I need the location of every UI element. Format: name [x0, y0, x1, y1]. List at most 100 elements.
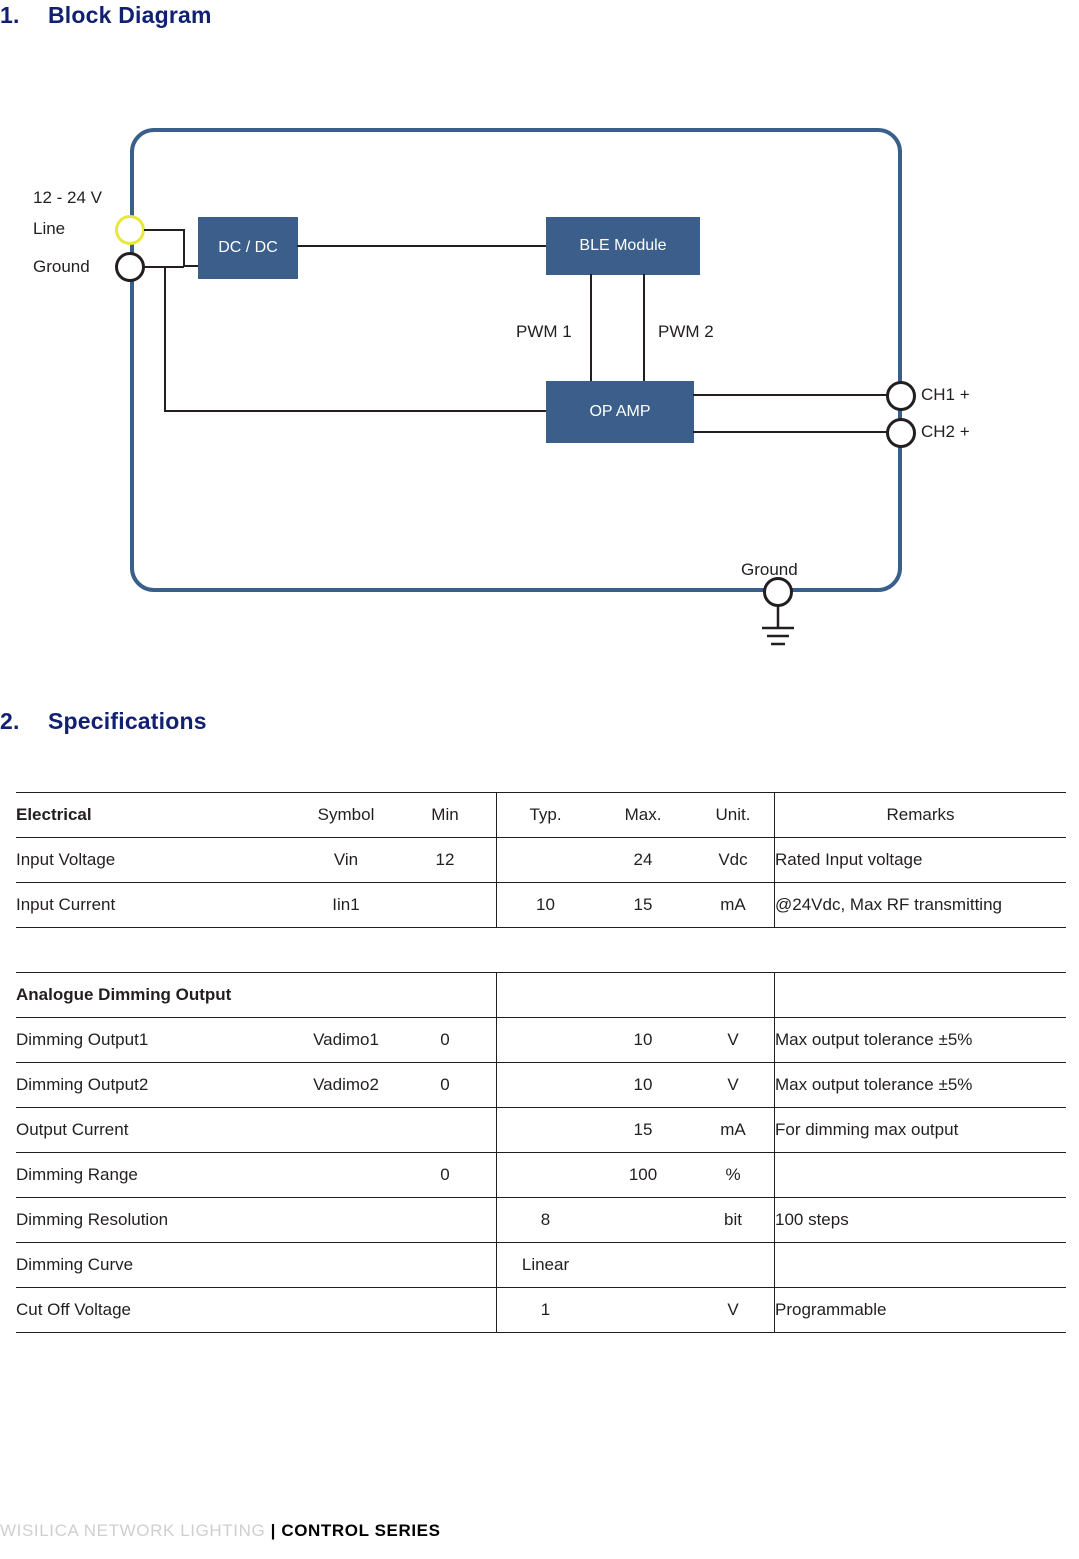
ch2-terminal-node	[886, 418, 916, 448]
table-subsection-header-row: Analogue Dimming Output	[16, 972, 1066, 1018]
cell-remarks: 100 steps	[774, 1197, 1066, 1243]
cell-min: 12	[394, 837, 497, 883]
table-row: Dimming Output2 Vadimo2 0 10 V Max outpu…	[16, 1062, 1066, 1108]
label-ch1: CH1 +	[921, 385, 970, 404]
cell-remarks: Max output tolerance ±5%	[774, 1062, 1066, 1108]
section-1-title: Block Diagram	[48, 2, 212, 28]
cell-unit	[692, 1242, 775, 1288]
table-row: Dimming Resolution 8 bit 100 steps	[16, 1197, 1066, 1243]
cell-remarks: Rated Input voltage	[774, 837, 1066, 883]
cell-name: Input Current	[16, 882, 298, 928]
wire-pwm1	[590, 274, 592, 382]
header-electrical: Electrical	[16, 792, 298, 838]
ground-terminal-node	[115, 252, 145, 282]
cell-typ	[496, 1107, 594, 1153]
specifications-table: Electrical Symbol Min Typ. Max. Unit. Re…	[16, 792, 1066, 1333]
subsection-blank-remarks	[774, 972, 1066, 1018]
cell-max: 100	[594, 1152, 692, 1198]
cell-max: 10	[594, 1017, 692, 1063]
cell-name: Cut Off Voltage	[16, 1287, 298, 1333]
cell-remarks	[774, 1152, 1066, 1198]
wire-pwm2	[643, 274, 645, 382]
header-remarks: Remarks	[774, 792, 1066, 838]
subsection-title: Analogue Dimming Output	[16, 972, 298, 1018]
wire-line-stub	[144, 229, 184, 231]
section-2-title: Specifications	[48, 708, 207, 734]
label-line: Line	[33, 219, 66, 238]
table-row: Input Voltage Vin 12 24 Vdc Rated Input …	[16, 837, 1066, 883]
line-terminal-node	[115, 215, 145, 245]
wire-ground-bus-vertical	[164, 266, 166, 412]
cell-unit: %	[692, 1152, 775, 1198]
cell-unit: Vdc	[692, 837, 775, 883]
header-typ: Typ.	[496, 792, 594, 838]
subsection-blank-unit	[692, 972, 775, 1018]
cell-min	[394, 1287, 497, 1333]
cell-symbol: Vadimo2	[298, 1062, 394, 1108]
label-ground-bottom: Ground	[741, 560, 798, 579]
page-footer: WISILICA NETWORK LIGHTING | CONTROL SERI…	[0, 1521, 441, 1541]
cell-min	[394, 882, 497, 928]
diagram-enclosure-border	[130, 128, 902, 592]
block-diagram: 12 - 24 V Line Ground DC / DC BLE Module…	[0, 100, 1079, 670]
cell-name: Dimming Curve	[16, 1242, 298, 1288]
block-op-amp-label: OP AMP	[589, 403, 651, 420]
block-ble-module: BLE Module	[546, 217, 700, 275]
cell-unit: bit	[692, 1197, 775, 1243]
specifications-table-container: Electrical Symbol Min Typ. Max. Unit. Re…	[16, 792, 1066, 1333]
block-ble-module-label: BLE Module	[579, 237, 667, 254]
spacer-cell	[16, 927, 1066, 973]
block-dc-dc-label: DC / DC	[218, 239, 278, 256]
wire-ground-bus-horizontal	[164, 410, 546, 412]
cell-name: Dimming Output2	[16, 1062, 298, 1108]
cell-name: Dimming Range	[16, 1152, 298, 1198]
cell-min	[394, 1242, 497, 1288]
cell-max: 15	[594, 1107, 692, 1153]
ch1-terminal-node	[886, 381, 916, 411]
cell-name: Input Voltage	[16, 837, 298, 883]
cell-max	[594, 1197, 692, 1243]
cell-remarks: Programmable	[774, 1287, 1066, 1333]
subsection-blank-max	[594, 972, 692, 1018]
cell-max: 24	[594, 837, 692, 883]
cell-unit: mA	[692, 882, 775, 928]
cell-remarks	[774, 1242, 1066, 1288]
cell-symbol: Vin	[298, 837, 394, 883]
table-row: Input Current Iin1 10 15 mA @24Vdc, Max …	[16, 882, 1066, 928]
cell-typ: 1	[496, 1287, 594, 1333]
chassis-ground-node	[763, 577, 793, 607]
table-row: Dimming Output1 Vadimo1 0 10 V Max outpu…	[16, 1017, 1066, 1063]
footer-series: | CONTROL SERIES	[270, 1521, 441, 1540]
label-input-voltage: 12 - 24 V	[33, 188, 102, 207]
cell-name: Dimming Output1	[16, 1017, 298, 1063]
cell-min: 0	[394, 1062, 497, 1108]
cell-name: Dimming Resolution	[16, 1197, 298, 1243]
cell-unit: V	[692, 1062, 775, 1108]
cell-symbol: Vadimo1	[298, 1017, 394, 1063]
wire-ch2-output	[693, 431, 890, 433]
table-row: Cut Off Voltage 1 V Programmable	[16, 1287, 1066, 1333]
label-pwm2: PWM 2	[658, 322, 714, 341]
label-pwm1: PWM 1	[516, 322, 572, 341]
section-1-number: 1.	[0, 2, 20, 28]
cell-typ	[496, 1152, 594, 1198]
section-2-number: 2.	[0, 708, 20, 734]
cell-unit: mA	[692, 1107, 775, 1153]
table-spacer-row	[16, 927, 1066, 973]
header-symbol: Symbol	[298, 792, 394, 838]
label-ch2: CH2 +	[921, 422, 970, 441]
cell-symbol	[298, 1242, 394, 1288]
label-ground-left: Ground	[33, 257, 90, 276]
section-1-heading: 1. Block Diagram	[0, 2, 212, 29]
cell-remarks: Max output tolerance ±5%	[774, 1017, 1066, 1063]
table-row: Output Current 15 mA For dimming max out…	[16, 1107, 1066, 1153]
table-header-row: Electrical Symbol Min Typ. Max. Unit. Re…	[16, 792, 1066, 838]
cell-min	[394, 1197, 497, 1243]
cell-max: 15	[594, 882, 692, 928]
cell-max	[594, 1287, 692, 1333]
table-row: Dimming Range 0 100 %	[16, 1152, 1066, 1198]
cell-symbol: Iin1	[298, 882, 394, 928]
cell-symbol	[298, 1287, 394, 1333]
wire-dcdc-to-ble	[297, 245, 547, 247]
block-dc-dc: DC / DC	[198, 217, 298, 279]
